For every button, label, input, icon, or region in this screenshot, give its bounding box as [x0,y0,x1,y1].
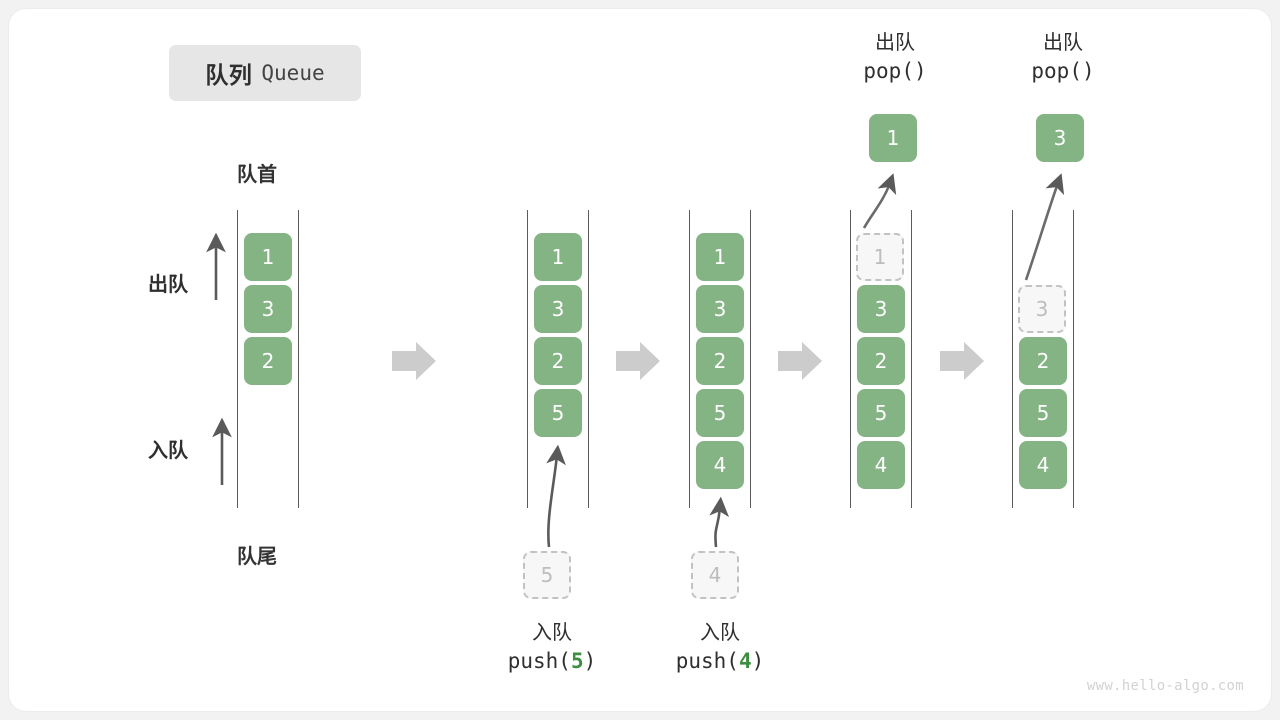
queue-cell: 5 [1019,389,1067,437]
queue-cell: 2 [534,337,582,385]
queue-cell: 3 [534,285,582,333]
push-5-label-code: push(5) [507,649,597,673]
queue-rail-1 [237,210,299,508]
queue-cell-pushed: 4 [696,441,744,489]
pop-1-label-cn: 出队 [875,32,915,54]
queue-cell: 5 [696,389,744,437]
queue-cell: 2 [696,337,744,385]
queue-cell: 1 [696,233,744,281]
queue-cell: 3 [696,285,744,333]
push-5-label: 入队 push(5) [462,620,642,675]
title-en: Queue [261,61,325,85]
push-4-label-code: push(4) [675,649,765,673]
popped-cell-3: 3 [1036,114,1084,162]
queue-cell: 1 [534,233,582,281]
pop-1-label-code: pop() [863,59,927,83]
push-ghost-cell-5: 5 [523,551,571,599]
queue-cell: 2 [1019,337,1067,385]
queue-rail-5 [1012,210,1074,508]
queue-rail-4 [850,210,912,508]
queue-cell: 5 [857,389,905,437]
queue-cell-pushed: 5 [534,389,582,437]
queue-cell: 4 [1019,441,1067,489]
pop-3-label-code: pop() [1031,59,1095,83]
pop-ghost-cell-1: 1 [856,233,904,281]
queue-rail-2 [527,210,589,508]
queue-cell: 3 [857,285,905,333]
title-badge: 队列 Queue [169,45,361,101]
queue-cell: 2 [244,337,292,385]
push-4-value: 4 [738,649,752,673]
queue-front-label: 队首 [237,164,277,186]
watermark: www.hello-algo.com [1086,678,1244,694]
queue-cell: 1 [244,233,292,281]
title-cn: 队列 [205,62,253,88]
queue-rail-3 [689,210,751,508]
dequeue-side-label: 出队 [148,274,188,296]
popped-cell-1: 1 [869,114,917,162]
push-ghost-cell-4: 4 [691,551,739,599]
push-4-label-cn: 入队 [700,622,740,644]
queue-cell: 3 [244,285,292,333]
enqueue-side-label: 入队 [148,440,188,462]
pop-1-label: 出队 pop() [820,30,970,85]
push-5-label-cn: 入队 [532,622,572,644]
pop-3-label: 出队 pop() [988,30,1138,85]
queue-cell: 4 [857,441,905,489]
pop-3-label-cn: 出队 [1043,32,1083,54]
diagram-card [8,8,1272,712]
push-4-label: 入队 push(4) [630,620,810,675]
queue-rear-label: 队尾 [237,546,277,568]
queue-cell: 2 [857,337,905,385]
push-5-value: 5 [570,649,584,673]
pop-ghost-cell-3: 3 [1018,285,1066,333]
